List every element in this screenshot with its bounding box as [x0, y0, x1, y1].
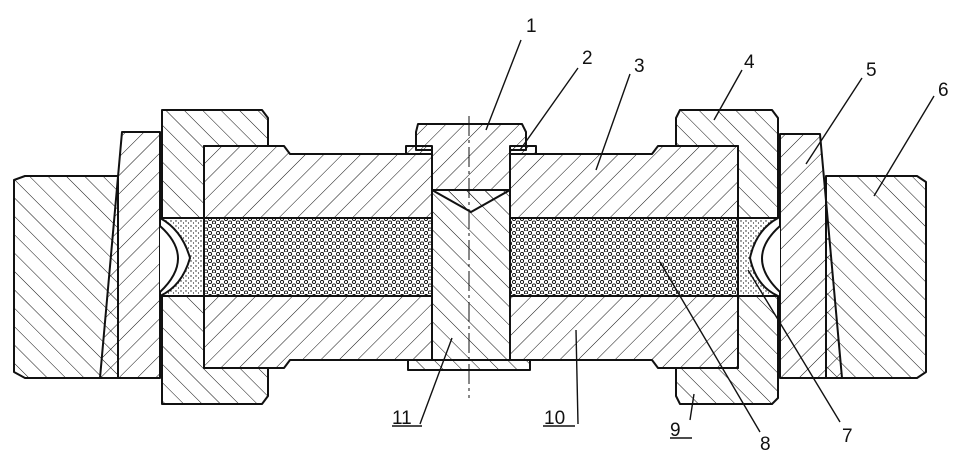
lower-electrode [203, 295, 433, 369]
leader-6 [873, 95, 935, 197]
left-gasket [405, 145, 433, 155]
label-1: 1 [526, 16, 537, 37]
right-seal [737, 217, 779, 297]
label-3: 3 [634, 56, 645, 77]
leader-7 [747, 269, 841, 423]
leader-10 [575, 329, 579, 425]
porous-core-left [203, 217, 433, 297]
label-9: 9 [670, 420, 681, 441]
left-wedge [99, 131, 161, 379]
leader-2 [519, 67, 579, 151]
bolt-head [415, 123, 527, 191]
label-11: 11 [392, 408, 412, 429]
leader-11 [419, 337, 453, 425]
central-sleeve [431, 189, 511, 361]
right-gasket [509, 145, 537, 155]
porous-core-right [509, 217, 739, 297]
leader-4 [713, 69, 743, 121]
label-6: 6 [938, 80, 949, 101]
label-5: 5 [866, 60, 877, 81]
label-4: 4 [744, 52, 755, 73]
label-7: 7 [842, 426, 853, 447]
upper-electrode [203, 145, 433, 219]
leader-3 [595, 73, 631, 171]
leader-9 [689, 393, 695, 421]
right-outer-plate [825, 175, 927, 379]
lower-electrode-right [509, 295, 739, 369]
drill-cone [431, 189, 511, 213]
left-seal [159, 217, 205, 297]
leader-8 [659, 261, 761, 433]
right-wedge [779, 133, 843, 379]
leader-1 [485, 39, 522, 131]
left-groove [159, 225, 179, 293]
leader-5 [805, 77, 863, 165]
upper-electrode-right [509, 145, 739, 219]
right-groove [761, 225, 781, 293]
label-2: 2 [582, 48, 593, 69]
label-8: 8 [760, 434, 771, 455]
label-10: 10 [544, 408, 565, 429]
